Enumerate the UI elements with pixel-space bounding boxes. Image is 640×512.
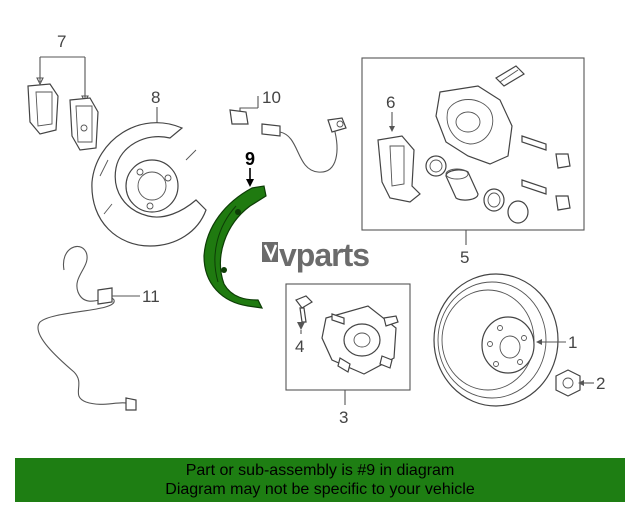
callout-4: 4 (295, 337, 304, 356)
callout-6: 6 (386, 93, 395, 112)
banner-line-1: Part or sub-assembly is #9 in diagram (185, 462, 455, 479)
dust-shield-part-8[interactable] (91, 107, 207, 247)
brake-hose-part-10[interactable] (229, 96, 347, 173)
info-banner: Part or sub-assembly is #9 in diagram Di… (15, 458, 625, 502)
brake-pads-part-7[interactable] (27, 56, 99, 151)
parking-brake-shoe-part-9[interactable] (203, 168, 267, 309)
lug-nut-part-2[interactable] (555, 369, 594, 397)
callout-10: 10 (262, 88, 281, 107)
callout-11: 11 (142, 287, 160, 306)
callout-2: 2 (596, 374, 605, 393)
hub-assembly-box-3[interactable] (285, 283, 411, 405)
callout-5: 5 (460, 248, 469, 267)
callout-7: 7 (57, 32, 66, 51)
callout-8: 8 (151, 88, 160, 107)
logo-text: vparts (279, 237, 369, 273)
caliper-assembly-box-5[interactable] (361, 57, 585, 245)
callout-1: 1 (568, 333, 577, 352)
abs-sensor-part-11[interactable] (37, 246, 140, 411)
vparts-logo: vparts (262, 237, 370, 273)
callout-9: 9 (245, 149, 255, 169)
banner-line-2: Diagram may not be specific to your vehi… (165, 481, 475, 498)
callout-3: 3 (339, 408, 348, 427)
brake-rotor-part-1[interactable] (433, 273, 566, 407)
